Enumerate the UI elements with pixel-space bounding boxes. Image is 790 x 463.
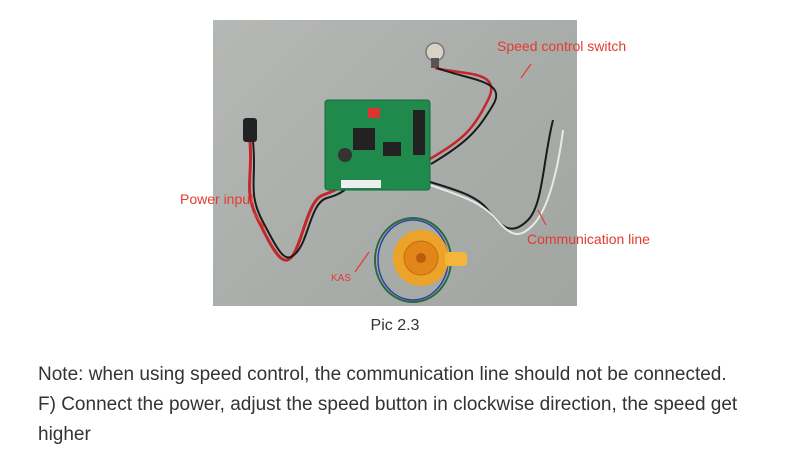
note-line-1: Note: when using speed control, the comm…: [38, 364, 727, 385]
label-kas: KAS: [331, 273, 352, 284]
comm-line-black: [392, 119, 554, 230]
arrow-comm: [537, 209, 547, 226]
capacitor: [338, 148, 352, 162]
label-power-input: Power input: [180, 191, 254, 207]
driver-chip: [383, 142, 401, 156]
figure-caption: Pic 2.3: [370, 317, 420, 334]
speed-wire-black: [430, 67, 498, 165]
label-communication-line: Communication line: [527, 231, 650, 247]
pump-hub: [416, 253, 426, 263]
arrow-kas: [354, 251, 370, 273]
pump-outlet: [445, 252, 467, 266]
connector-strip: [341, 180, 381, 188]
pin-header: [413, 110, 425, 155]
arrow-power: [252, 211, 266, 229]
speed-wire-red: [427, 66, 493, 162]
product-photo: Speed control switch Power input Communi…: [180, 20, 650, 306]
mcu-chip: [353, 128, 375, 150]
knob-body: [431, 58, 439, 68]
power-jack: [243, 118, 257, 142]
arrow-speed: [520, 63, 532, 79]
dip-switch: [368, 108, 380, 118]
power-cable-black: [252, 141, 356, 259]
note-line-2: F) Connect the power, adjust the speed b…: [38, 394, 738, 445]
wiring-photo-illustration: [243, 42, 564, 303]
comm-line-white: [397, 129, 564, 236]
note-text: Note: when using speed control, the comm…: [38, 360, 758, 450]
label-speed-control-switch: Speed control switch: [497, 38, 627, 54]
controller-board: [324, 99, 431, 191]
